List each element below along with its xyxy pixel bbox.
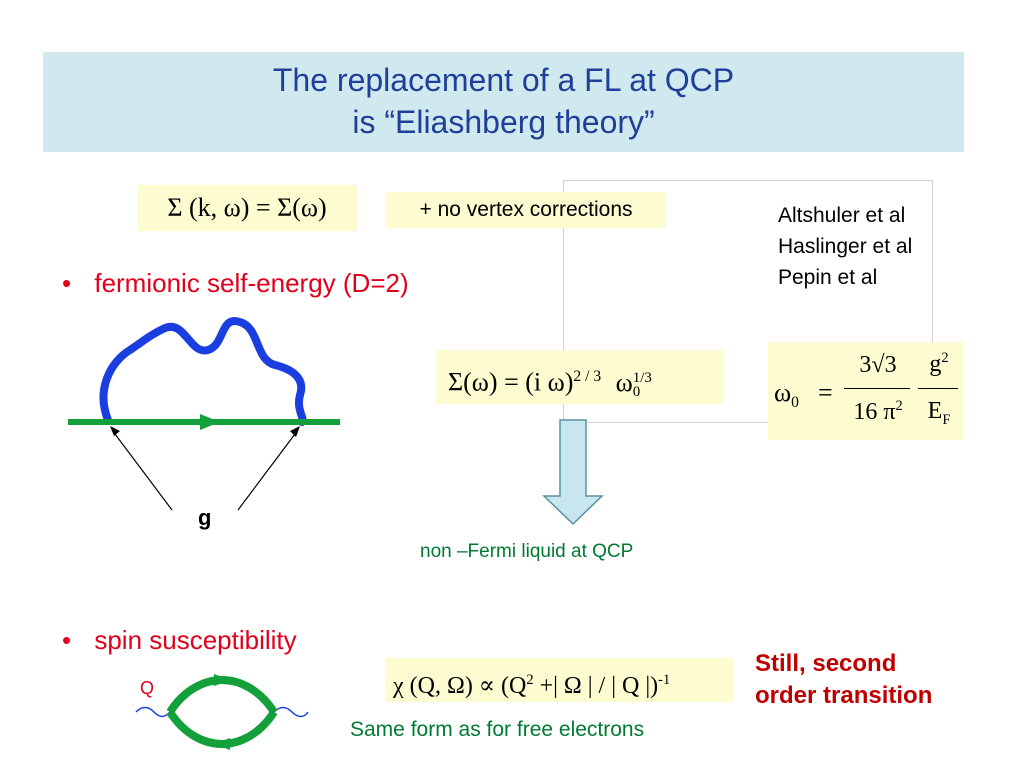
omega0-den1-text: 16 π <box>853 399 896 425</box>
title-banner: The replacement of a FL at QCP is “Elias… <box>43 52 964 152</box>
still-second-order-note: Still, second order transition <box>755 648 932 712</box>
omega0-symbol: ω <box>774 378 792 407</box>
bullet-dot-2: • <box>62 625 72 655</box>
free-electrons-caption: Same form as for free electrons <box>350 718 645 741</box>
omega0-equals: = <box>818 378 833 407</box>
formula-self-energy-k: Σ (k, ω) = Σ(ω) <box>137 185 357 231</box>
upper-arrow-icon <box>214 674 230 686</box>
title-line-1: The replacement of a FL at QCP <box>272 62 735 98</box>
omega0-lhs: ω0 <box>774 378 799 412</box>
omega0-num2-sup: 2 <box>941 350 949 366</box>
boson-left-wavy <box>135 706 171 718</box>
lower-arrow-icon <box>214 738 230 750</box>
formula-sigma-sub: 0 <box>632 383 641 400</box>
bullet-fermionic-text: fermionic self-energy (D=2) <box>94 268 409 298</box>
boson-wavy-line <box>99 317 307 426</box>
no-vertex-corrections-box: + no vertex corrections <box>386 192 666 228</box>
formula-chi: χ (Q, Ω) ∝ (Q2 +| Ω | / | Q |)-1 <box>385 658 733 702</box>
fermion-bubble-upper <box>166 675 278 715</box>
formula-sigma-exp2: 1/3 <box>632 369 652 386</box>
still-second-line-2: order transition <box>755 682 933 709</box>
fermion-bubble-lower <box>166 709 278 749</box>
formula-chi-text: χ (Q, Ω) ∝ (Q <box>393 673 527 699</box>
arrowhead-right-icon <box>290 426 300 437</box>
omega0-den2-sub: F <box>942 411 951 428</box>
vertex-label: g <box>198 505 212 530</box>
nfl-caption: non –Fermi liquid at QCP <box>420 541 634 562</box>
title-line-2: is “Eliashberg theory” <box>352 104 655 140</box>
omega0-sub: 0 <box>791 394 799 412</box>
omega0-den2: EF <box>918 398 960 429</box>
fraction-bar-2 <box>918 388 958 389</box>
formula-sigma-exp1: 2 / 3 <box>573 368 602 385</box>
self-energy-diagram <box>68 317 340 511</box>
bubble-diagram <box>135 674 309 750</box>
omega0-num2: g2 <box>918 350 960 378</box>
formula-chi-sup: 2 <box>526 672 534 688</box>
bullet-spin-text: spin susceptibility <box>94 625 297 655</box>
bullet-spin: • spin susceptibility <box>62 625 297 656</box>
author-list: Altshuler et al Haslinger et al Pepin et… <box>778 200 912 293</box>
omega0-den2-text: E <box>927 398 943 424</box>
bullet-dot: • <box>62 268 72 298</box>
formula-omega0: ω0 = 3√3 16 π2 g2 EF <box>768 342 963 440</box>
omega0-den1-sup: 2 <box>895 398 903 414</box>
down-arrow-icon <box>542 419 604 526</box>
embedded-image-frame <box>563 180 933 423</box>
vertex-pointer-left <box>111 429 173 511</box>
vertex-pointer-right <box>237 429 299 511</box>
formula-sigma-omega-sym: ω <box>615 367 633 397</box>
bullet-fermionic: • fermionic self-energy (D=2) <box>62 268 409 299</box>
formula-chi-sup2: -1 <box>658 672 671 688</box>
fraction-bar-1 <box>844 388 910 389</box>
boson-right-wavy <box>273 706 309 718</box>
omega0-den1: 16 π2 <box>840 398 916 426</box>
formula-sigma-lhs: Σ(ω) = (i ω) <box>448 367 574 397</box>
still-second-line-1: Still, second <box>755 650 897 677</box>
author-1: Altshuler et al <box>778 204 906 227</box>
fermion-arrow-icon <box>200 414 220 430</box>
omega0-num2-text: g <box>929 351 942 377</box>
q-label: Q <box>140 678 155 698</box>
author-3: Pepin et al <box>778 266 878 289</box>
author-2: Haslinger et al <box>778 235 913 258</box>
arrowhead-left-icon <box>110 426 120 436</box>
omega0-num1: 3√3 <box>859 352 897 378</box>
formula-chi-text2: +| Ω | / | Q |) <box>533 673 659 699</box>
